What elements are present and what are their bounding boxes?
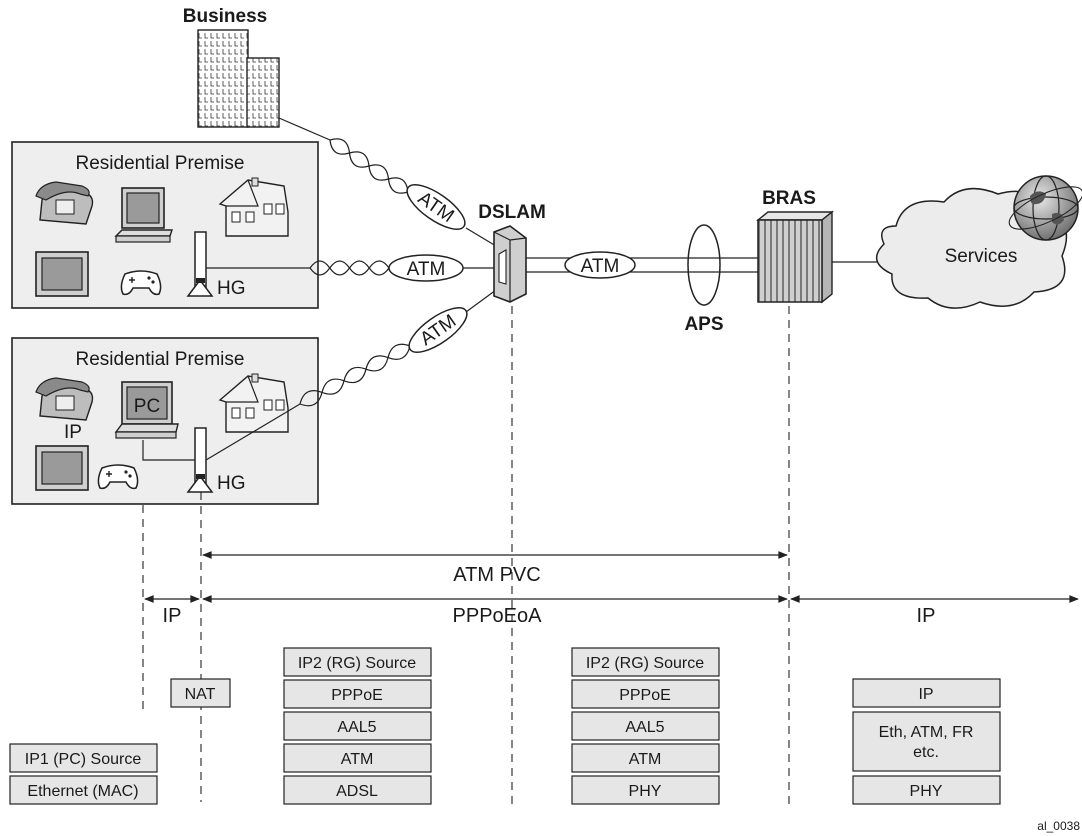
- res2-pair-twist: [387, 345, 411, 360]
- bras-icon: [756, 210, 834, 304]
- res2-pair-twist: [343, 369, 367, 384]
- aps-label: APS: [684, 314, 723, 335]
- business-pair-twist: [348, 152, 370, 168]
- res2-pair-twist: [365, 357, 389, 372]
- pc-protocol-stack: IP1 (PC) Source Ethernet (MAC): [9, 743, 158, 805]
- business-pair-twist: [387, 178, 409, 194]
- business-pair-twist: [368, 165, 389, 181]
- atm-label-res1: ATM: [407, 259, 446, 280]
- network-protocol-stack: IP Eth, ATM, FR etc. PHY: [852, 678, 1001, 805]
- business-link: [278, 117, 331, 141]
- residential-premise-title-2: Residential Premise: [76, 349, 245, 370]
- atm-oval-res1: ATM: [388, 254, 464, 282]
- nat-box: NAT: [170, 678, 231, 708]
- res2-pair-twist: [387, 343, 411, 358]
- telephone-icon-2: [35, 377, 94, 421]
- hg-protocol-stack: IP2 (RG) Source PPPoE AAL5 ATM ADSL: [283, 647, 432, 805]
- pc-ip-label: IP: [64, 422, 82, 443]
- dslam-stack-layer-0: IP2 (RG) Source: [586, 655, 704, 672]
- dslam-icon: [493, 225, 527, 303]
- pc-icon: [114, 381, 179, 439]
- business-pair-twist: [329, 139, 350, 155]
- home-gateway-icon-1: [186, 231, 214, 297]
- hg-stack-layer-2: AAL5: [337, 719, 376, 736]
- pc-stack-layer-0: IP1 (PC) Source: [25, 751, 142, 768]
- house-icon-2: [218, 373, 289, 433]
- res1-pair-twist: [309, 267, 331, 276]
- atm-oval-trunk: ATM: [564, 251, 636, 279]
- hg-stack-layer-3: ATM: [341, 751, 374, 768]
- business-pair-twist: [368, 164, 390, 180]
- dslam-label: DSLAM: [478, 202, 546, 223]
- res1-pair-twist: [329, 260, 350, 269]
- res2-pair-twist: [321, 378, 345, 393]
- res2-link: [205, 403, 301, 461]
- tv-icon-2: [35, 445, 89, 491]
- pc-to-hg-link: [142, 440, 196, 461]
- telephone-icon: [35, 181, 94, 225]
- dslam-stack-layer-2: AAL5: [625, 719, 664, 736]
- dslam-protocol-stack: IP2 (RG) Source PPPoE AAL5 ATM PHY: [571, 647, 720, 805]
- res2-pair-twist: [343, 366, 367, 381]
- res1-pair-twist: [309, 260, 331, 269]
- business-label: Business: [183, 6, 267, 27]
- res1-pair-twist: [368, 260, 390, 269]
- network-stack-layer-0: IP: [918, 686, 933, 703]
- residential-premise-title-1: Residential Premise: [76, 153, 245, 174]
- hg-stack-layer-4: ADSL: [336, 783, 378, 800]
- business-building-icon: [197, 29, 280, 128]
- bras-label: BRAS: [762, 188, 816, 209]
- dslam-stack-layer-4: PHY: [629, 783, 662, 800]
- game-controller-icon: [120, 270, 162, 296]
- hg-stack-layer-1: PPPoE: [331, 687, 383, 704]
- atm-pvc-label: ATM PVC: [453, 564, 540, 586]
- business-pair-twist: [329, 138, 351, 154]
- figure-id: al_0038: [1037, 819, 1080, 833]
- hg-label-2: HG: [217, 473, 246, 494]
- atm-oval-business: ATM: [406, 184, 466, 230]
- res1-pair-twist: [329, 267, 350, 276]
- atm-oval-res2: ATM: [408, 307, 468, 353]
- res1-pair-twist: [368, 267, 390, 276]
- pc-label: PC: [134, 396, 160, 417]
- res2-pair-twist: [299, 392, 323, 407]
- house-icon: [218, 177, 289, 237]
- hg-label-1: HG: [217, 278, 246, 299]
- game-controller-icon-2: [97, 464, 139, 490]
- tv-icon: [35, 251, 89, 297]
- res2-pair-twist: [321, 380, 345, 395]
- hg-stack-layer-0: IP2 (RG) Source: [298, 655, 416, 672]
- network-stack-layer-1b: etc.: [913, 744, 939, 761]
- dslam-stack-layer-1: PPPoE: [619, 687, 671, 704]
- computer-icon: [114, 187, 173, 243]
- res1-pair-twist: [349, 260, 370, 269]
- res2-pair-twist: [299, 390, 323, 405]
- globe-icon: [1008, 175, 1082, 241]
- pc-stack-layer-1: Ethernet (MAC): [27, 783, 138, 800]
- ip-left-label: IP: [163, 605, 182, 627]
- atm-label-trunk: ATM: [581, 256, 620, 277]
- business-pair-twist: [349, 151, 370, 167]
- dslam-stack-layer-3: ATM: [629, 751, 662, 768]
- access-links: [205, 117, 497, 461]
- pppoeoa-label: PPPoEoA: [453, 605, 543, 627]
- business-link-end: [465, 227, 497, 247]
- network-stack-layer-1a: Eth, ATM, FR: [879, 724, 974, 741]
- res1-pair-twist: [349, 267, 370, 276]
- nat-label: NAT: [185, 686, 216, 703]
- res2-pair-twist: [365, 355, 389, 370]
- ip-right-label: IP: [917, 605, 936, 627]
- res2-link-end: [465, 289, 497, 313]
- services-label: Services: [945, 246, 1018, 267]
- home-gateway-icon-2: [186, 427, 214, 493]
- network-stack-layer-2: PHY: [910, 783, 943, 800]
- business-pair-twist: [388, 177, 409, 193]
- aps-ring: [687, 224, 721, 306]
